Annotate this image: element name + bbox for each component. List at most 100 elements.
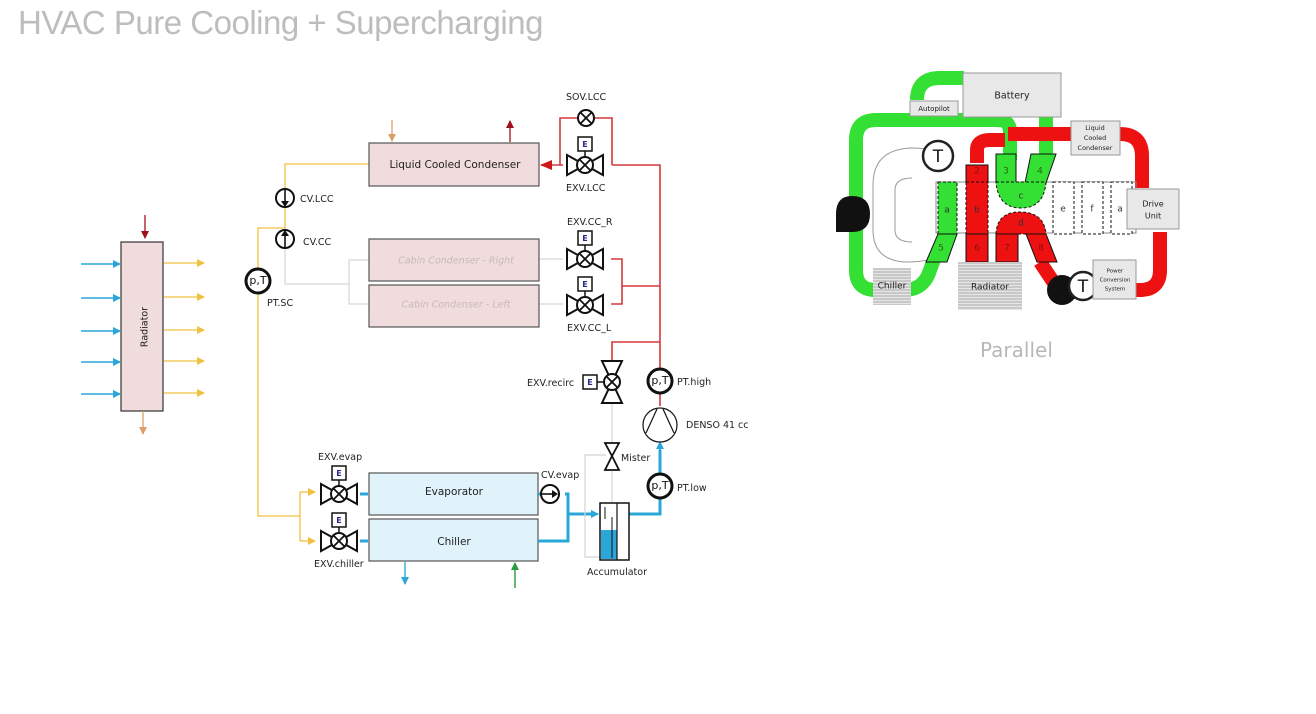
recirc-lines [584,400,613,558]
page-title: HVAC Pure Cooling + Supercharging [18,4,543,41]
segment-label: c [1019,192,1024,202]
chiller-box [368,518,539,562]
radiator-component [958,262,1022,310]
lcc-label-line1: Liquid [1085,124,1105,132]
segment-label: b [974,206,980,216]
radiator-component-label: Radiator [971,283,1009,293]
exv-chiller-actuator [331,512,347,528]
actuator-letter: E [582,234,587,243]
exv-recirc-actuator [582,374,598,390]
segment-label: a [1117,205,1123,215]
port-5 [925,233,958,263]
pt-high-sensor[interactable]: p,T [646,367,674,395]
lcc-label-line2: Cooled [1084,134,1106,142]
pt-sc-sensor[interactable]: p,T [244,267,272,295]
evaporator-label: Evaporator [425,486,484,498]
exv-chiller-valve[interactable]: E [320,512,358,552]
port-label: 3 [1003,167,1009,177]
liquid-line [257,163,369,545]
pcs-label-line2: Conversion [1100,278,1131,284]
mister-valve[interactable] [603,442,621,471]
liquid-cooled-condenser-box [368,142,540,187]
radiator-label: Radiator [140,307,151,347]
segment-label: e [1060,205,1066,215]
pt-symbol: p,T [651,479,668,492]
battery-label: Battery [994,91,1030,102]
accumulator-label: Accumulator [587,567,647,578]
pt-low-sensor[interactable]: p,T [646,472,674,500]
cv-lcc-check-valve[interactable] [275,188,295,208]
cv-cc-check-valve[interactable] [275,229,295,249]
chiller-label: Chiller [437,536,471,548]
pcs-label-line1: Power [1107,269,1124,275]
exv-recirc-label: EXV.recirc [527,378,574,389]
exv-cc-l-label: EXV.CC_L [567,323,612,334]
exv-evap-label: EXV.evap [318,452,362,463]
segment-label: f [1090,205,1094,215]
port-label: 8 [1038,244,1044,254]
drive-unit-box [1126,188,1180,230]
red-loop-pipe [1120,232,1167,297]
cv-evap-check-valve[interactable] [540,484,560,504]
segment-label: a [944,206,950,216]
radiator-air-outlets [164,259,205,397]
segment-label: d [1018,219,1024,229]
pcs-label-line3: System [1105,287,1126,293]
pt-sc-label: PT.SC [267,298,293,309]
actuator-letter: E [336,516,341,525]
exv-cc-l-valve[interactable]: E [566,276,604,316]
sov-lcc-valve[interactable] [577,109,595,127]
actuator-letter: E [336,469,341,478]
port-label: 7 [1004,244,1010,254]
cv-cc-label: CV.CC [303,237,332,248]
exv-lcc-valve[interactable]: E [566,136,604,176]
exv-evap-actuator [331,465,347,481]
exv-cc-r-label: EXV.CC_R [567,217,613,228]
temp-sensor-symbol: T [932,147,944,167]
port-label: 6 [974,244,980,254]
cabin-condenser-right-box [368,238,540,282]
exv-cc-r-actuator [577,230,593,246]
exv-cc-l-actuator [577,276,593,292]
lcc-box [1070,120,1121,156]
segment-f [1081,181,1104,235]
compressor[interactable] [642,407,678,443]
exv-lcc-actuator [577,136,593,152]
exv-evap-valve[interactable]: E [320,465,358,505]
red-loop-pipe [970,133,1005,163]
cabin-condenser-right-label: Cabin Condenser - Right [398,256,515,267]
pcs-box [1092,259,1137,300]
exv-cc-r-valve[interactable]: E [566,230,604,270]
port-label: 4 [1037,167,1043,177]
battery-box [962,72,1062,118]
port-label: 5 [938,244,944,254]
radiator-air-inlets [81,260,121,398]
radiator-group: Radiator [81,215,205,435]
liquid-cooled-condenser-label: Liquid Cooled Condenser [389,159,521,171]
cv-evap-label: CV.evap [541,470,579,481]
cabin-condenser-left-box [368,284,540,328]
pt-high-label: PT.high [677,377,711,388]
actuator-letter: E [582,140,587,149]
radiator-box [120,241,164,412]
chiller-component [873,268,911,305]
mister-label: Mister [621,453,650,464]
actuator-letter: E [587,378,592,387]
exv-recirc-valve[interactable]: E [582,360,624,404]
cabin-condenser-left-label: Cabin Condenser - Left [402,300,512,311]
exv-chiller-label: EXV.chiller [314,559,364,570]
pump-icon [836,196,870,232]
temp-sensor-icon[interactable] [921,139,955,173]
port-8 [1025,233,1058,263]
green-loop-pipe [910,71,964,101]
accumulator [599,502,630,561]
temp-sensor-symbol: T [1077,277,1089,297]
pt-low-label: PT.low [677,483,707,494]
autopilot-box [909,100,959,117]
parallel-caption: Parallel [980,338,1053,362]
exv-lcc-label: EXV.LCC [566,183,606,194]
sov-lcc-label: SOV.LCC [566,92,607,103]
segment-b [965,181,989,235]
compressor-label: DENSO 41 cc [686,420,749,431]
actuator-letter: E [582,280,587,289]
